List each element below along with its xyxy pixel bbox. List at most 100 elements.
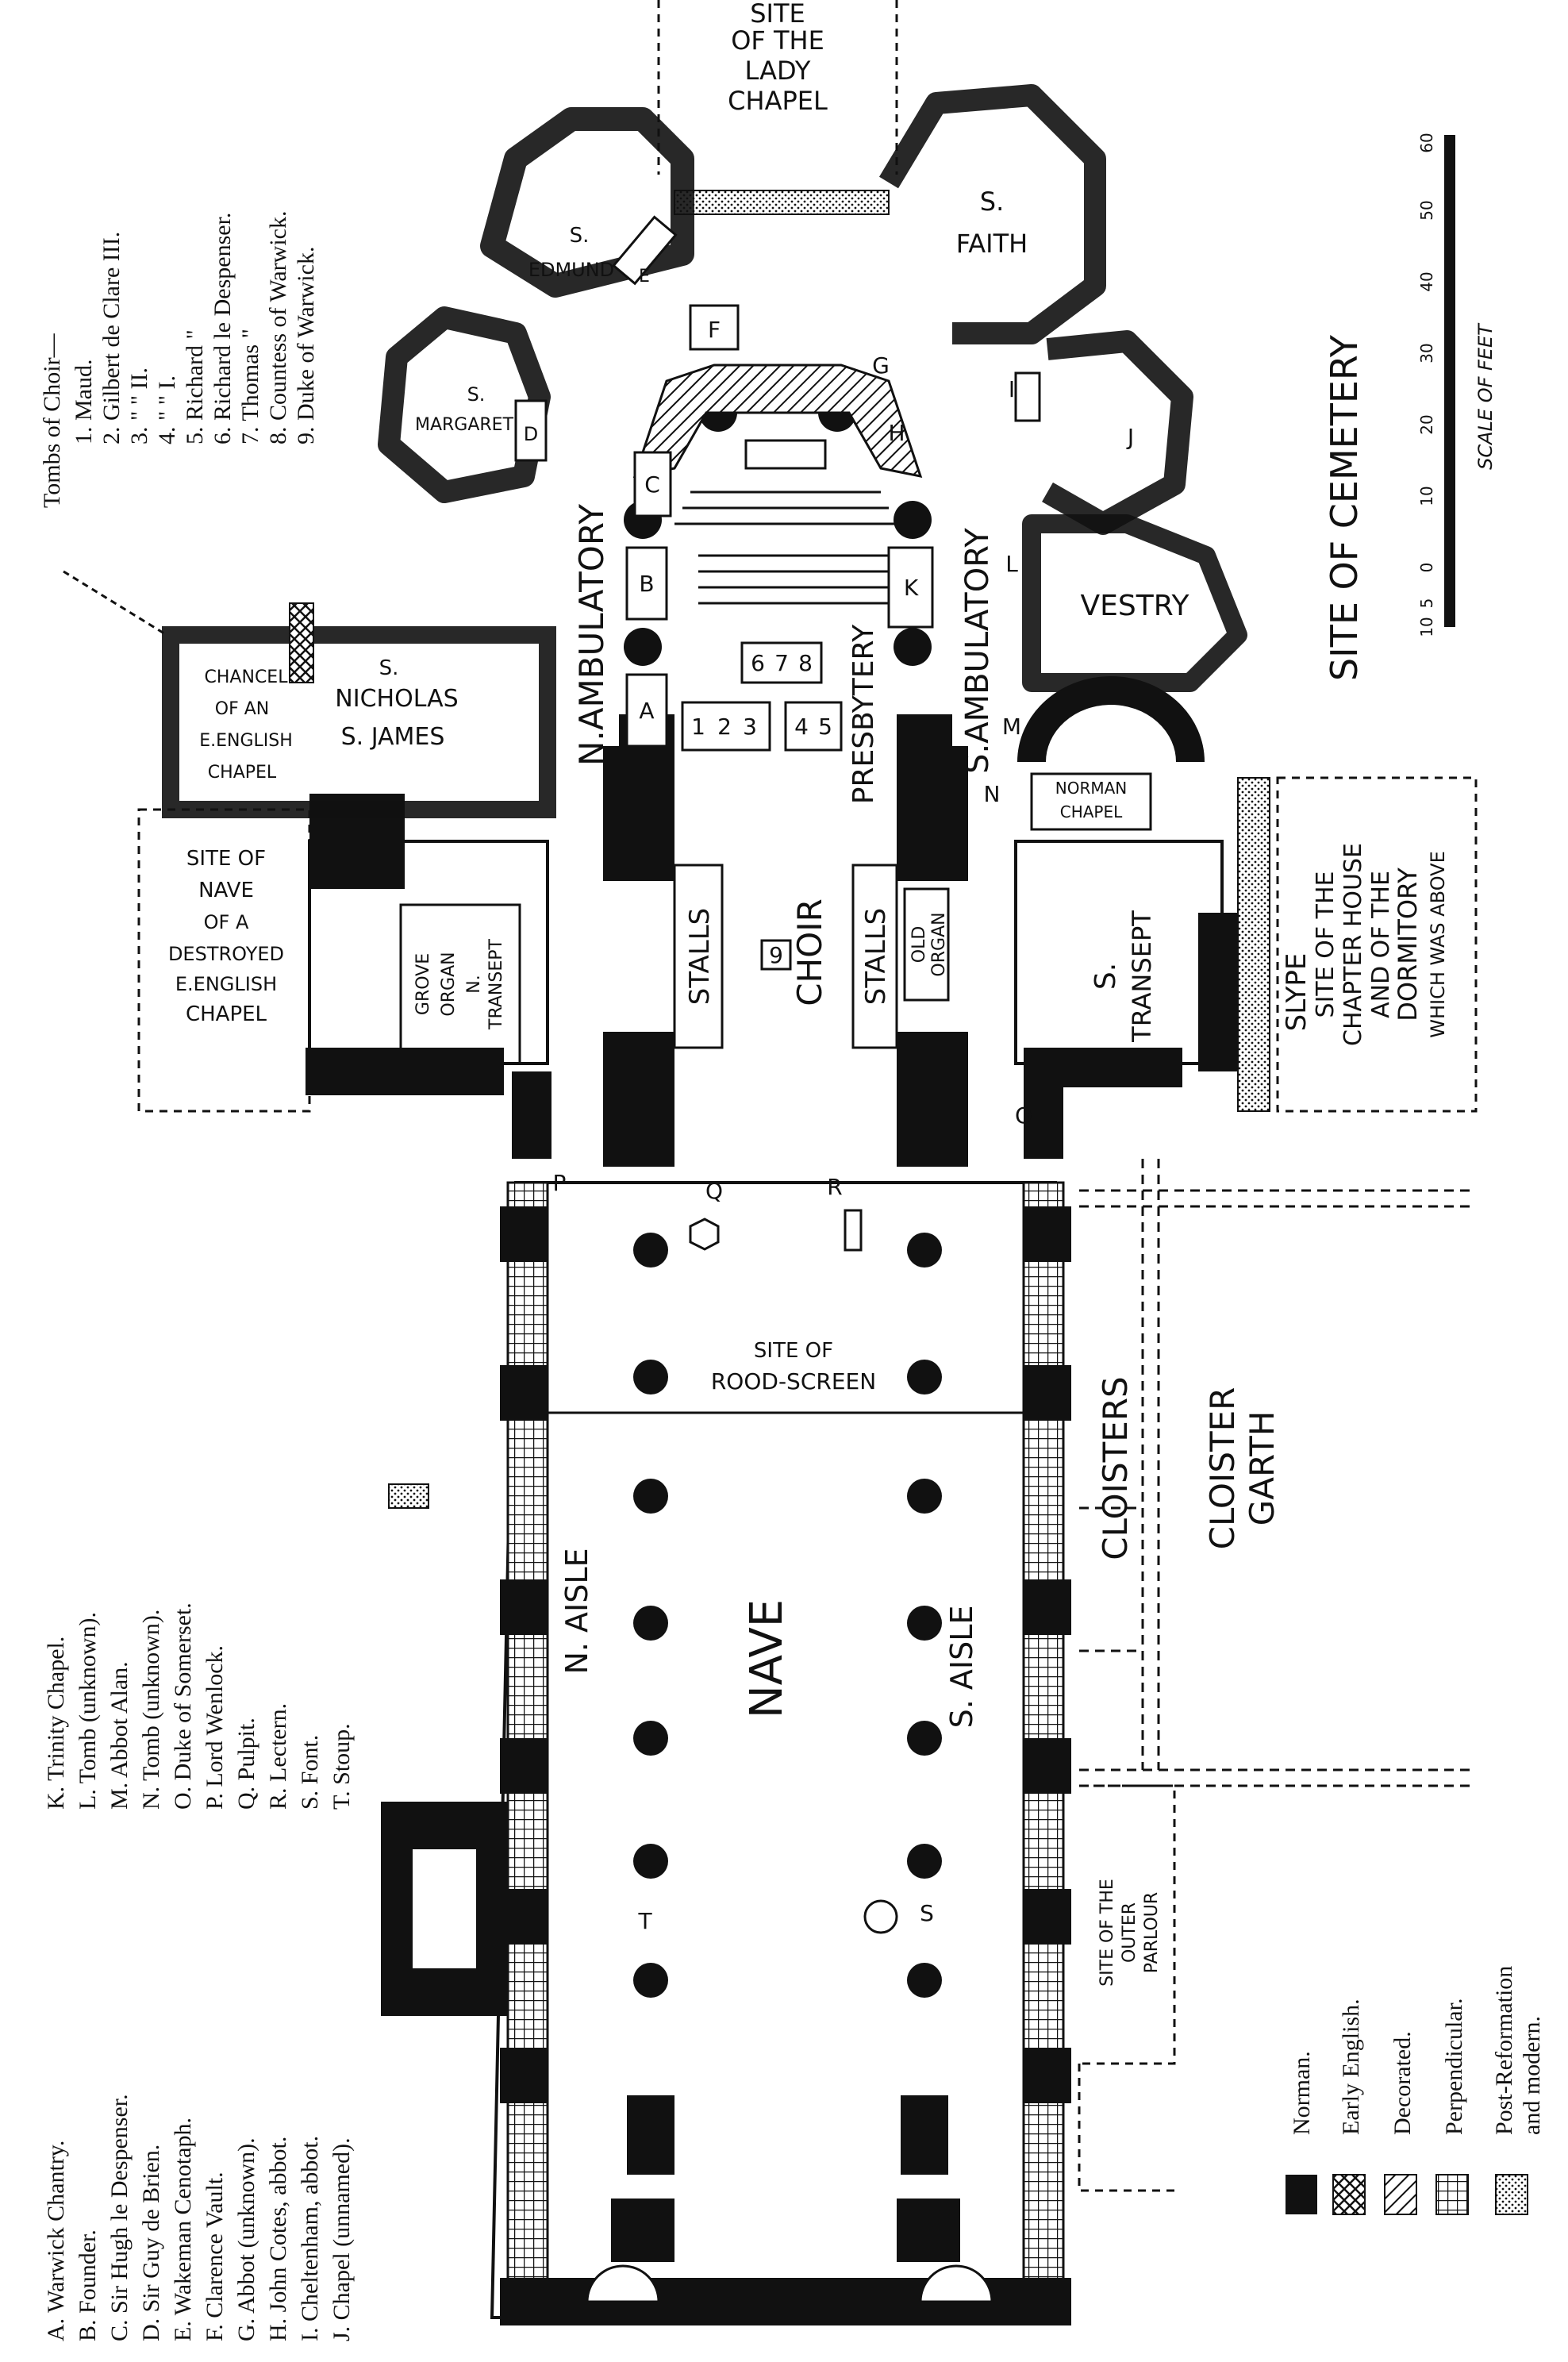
tomb-d-box — [514, 399, 548, 462]
norman-chapel-apse — [1017, 676, 1205, 763]
grove-organ-label-2: ORGAN — [439, 952, 459, 1016]
fittings — [689, 1209, 898, 1934]
style-perpendicular: Perpendicular. — [1441, 1998, 1467, 2135]
s-ambulatory-label: S.AMBULATORY — [959, 528, 996, 774]
cloister-garth-label-2: GARTH — [1243, 1411, 1282, 1526]
s-nicholas-cross-wall — [289, 602, 314, 683]
site-of-cemetery-label: SITE OF CEMETERY — [1323, 334, 1366, 681]
tomb-box-a — [625, 673, 668, 748]
tomb-number-2: 2 — [717, 714, 732, 740]
chevet — [378, 0, 1247, 831]
s-faith-chapel — [878, 84, 1106, 344]
scale-ticks: 10 5 0 10 20 30 40 50 60 — [1417, 133, 1436, 637]
choir-label: CHOIR — [790, 898, 829, 1006]
s-faith-label-2: FAITH — [956, 229, 1028, 259]
letter-a: A — [639, 698, 654, 724]
letter-o: O — [1015, 1102, 1032, 1129]
style-post-reformation: Post-Reformation — [1491, 1966, 1517, 2135]
destroyed-chapel-label-1: SITE OF — [186, 847, 266, 871]
tombs-heading: Tombs of Choir— — [39, 333, 65, 508]
tomb-i-box — [1014, 371, 1041, 422]
key-o: O. Duke of Somerset. — [170, 1602, 196, 1810]
rood-screen-label-1: SITE OF — [754, 1339, 833, 1363]
swatch-norman — [1286, 2175, 1317, 2214]
outer-parlour-site — [1078, 1784, 1176, 2192]
s-aisle-label: S. AISLE — [944, 1606, 979, 1729]
cloister-garth-label-1: CLOISTER — [1203, 1387, 1242, 1550]
destroyed-chapel-label-6: CHAPEL — [186, 1002, 267, 1026]
key-g: G. Abbot (unknown). — [233, 2137, 259, 2341]
south-side — [1078, 776, 1478, 2192]
plan-labels: SITE OF THE LADY CHAPEL S. FAITH S. EDMU… — [168, 0, 1449, 1987]
legend-styles: Norman. Early English. Decorated. Perpen… — [1286, 1966, 1545, 2215]
s-faith-label-1: S. — [980, 187, 1004, 217]
scale-label: SCALE OF FEET — [1474, 322, 1497, 470]
key-l: L. Tomb (unknown). — [75, 1612, 101, 1810]
letter-r: R — [827, 1174, 842, 1200]
tomb-entry-1: 1. Maud. — [71, 360, 97, 445]
scale-tick-0: 0 — [1417, 563, 1436, 573]
letter-g: G — [872, 352, 890, 379]
cemetery-path — [63, 570, 167, 637]
north-transept — [306, 794, 549, 1095]
destroyed-chapel-site — [137, 808, 311, 1113]
chancel-label-4: CHAPEL — [208, 763, 277, 783]
s-nicholas-chapel — [162, 626, 556, 818]
scale-tick-60: 60 — [1417, 133, 1436, 152]
letter-s: S — [920, 1900, 934, 1926]
vestry-label: VESTRY — [1081, 590, 1190, 622]
old-organ-label-1: OLD — [909, 926, 929, 964]
west-stair-left — [611, 2199, 674, 2262]
scale-tick-50: 50 — [1417, 200, 1436, 220]
high-altar — [744, 439, 827, 470]
scale-tick-20: 20 — [1417, 414, 1436, 434]
style-decorated: Decorated. — [1389, 2031, 1416, 2135]
scale-bar: 10 5 0 10 20 30 40 50 60 SCALE OF FEET — [1417, 133, 1497, 637]
s-edmund-label-2: EDMUND — [528, 259, 614, 281]
stalls-north — [673, 864, 724, 1049]
scale-tick-5: 5 — [1417, 598, 1436, 609]
key-d: D. Sir Guy de Brien. — [138, 2145, 164, 2341]
cloisters-label: CLOISTERS — [1096, 1376, 1135, 1560]
clarence-vault-box — [689, 304, 740, 351]
outer-parlour-label-1: SITE OF THE — [1097, 1879, 1117, 1987]
lectern-symbol — [844, 1209, 863, 1252]
stalls-south-label: STALLS — [860, 908, 892, 1005]
letter-q: Q — [705, 1178, 723, 1204]
tomb-number-3: 3 — [743, 714, 757, 740]
letter-p: P — [553, 1170, 567, 1196]
north-porch — [381, 1802, 508, 2016]
chapter-house-label-1: SITE OF THE — [1312, 871, 1339, 1018]
destroyed-chapel-label-2: NAVE — [198, 879, 254, 902]
lady-chapel-base — [674, 190, 890, 215]
nave-north-stoup-box — [388, 1483, 429, 1509]
tomb-box-45 — [784, 701, 843, 752]
letter-e: E — [639, 267, 650, 287]
slype-label: SLYPE — [1281, 953, 1312, 1032]
chapter-house-label-2: CHAPTER HOUSE — [1339, 843, 1367, 1046]
chancel-label-2: OF AN — [215, 699, 269, 719]
norman-chapel-base — [1030, 772, 1152, 831]
scale-tick-30: 30 — [1417, 343, 1436, 363]
letter-f: F — [708, 317, 721, 343]
tomb-number-8: 8 — [798, 650, 813, 676]
scale-tick-10a: 10 — [1417, 617, 1436, 637]
key-h: H. John Cotes, abbot. — [265, 2137, 291, 2341]
style-norman: Norman. — [1289, 2051, 1315, 2135]
west-door-right — [919, 2264, 993, 2303]
presbytery-label: PRESBYTERY — [847, 624, 880, 804]
lady-chapel-label-1: SITE — [750, 0, 805, 29]
legend-key-k-t: K. Trinity Chapel. L. Tomb (unknown). M.… — [43, 1602, 355, 1810]
letter-n: N — [984, 781, 1001, 807]
west-door-left — [586, 2264, 660, 2303]
key-k: K. Trinity Chapel. — [43, 1637, 69, 1810]
key-q: Q. Pulpit. — [233, 1718, 259, 1810]
letter-t: T — [637, 1908, 652, 1934]
tomb-box-c — [633, 451, 672, 517]
tomb-box-123 — [681, 701, 771, 752]
tomb-number-6: 6 — [751, 650, 765, 676]
s-margaret-label-2: MARGARET — [415, 415, 514, 435]
tomb-number-9: 9 — [769, 942, 783, 968]
swatch-decorated — [1384, 2174, 1417, 2215]
